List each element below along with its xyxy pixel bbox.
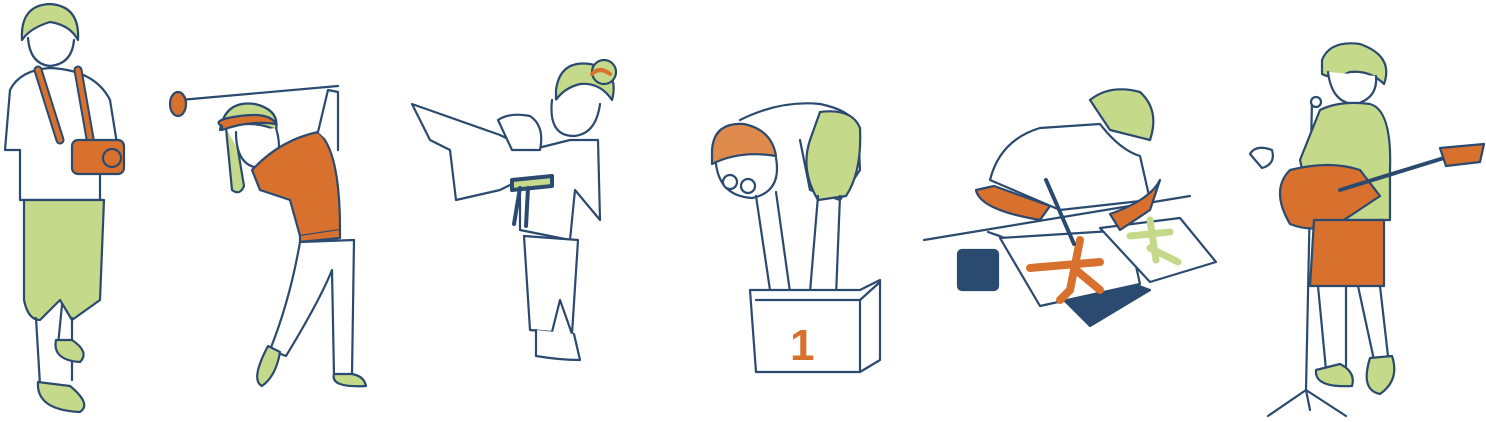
calligrapher-figure: [922, 88, 1218, 328]
karate-figure: [410, 58, 618, 362]
golf-club-icon: [178, 84, 340, 102]
microphone-icon: [1309, 95, 1323, 109]
photographer-figure: [3, 2, 126, 414]
karate-gi-icon: [510, 174, 554, 228]
calligraphy-character-orange: [1026, 236, 1104, 304]
inkstone-icon: [956, 248, 1000, 292]
golfer-figure: [168, 84, 368, 388]
swim-cap-icon: [710, 122, 778, 166]
podium-number: 1: [790, 321, 814, 370]
swimmer-figure: 1: [710, 102, 882, 374]
mic-stand: [1266, 98, 1348, 418]
guitarist-figure: [1248, 42, 1486, 418]
brush-icon: [1044, 178, 1076, 246]
calligraphy-character-green: [1126, 216, 1182, 266]
